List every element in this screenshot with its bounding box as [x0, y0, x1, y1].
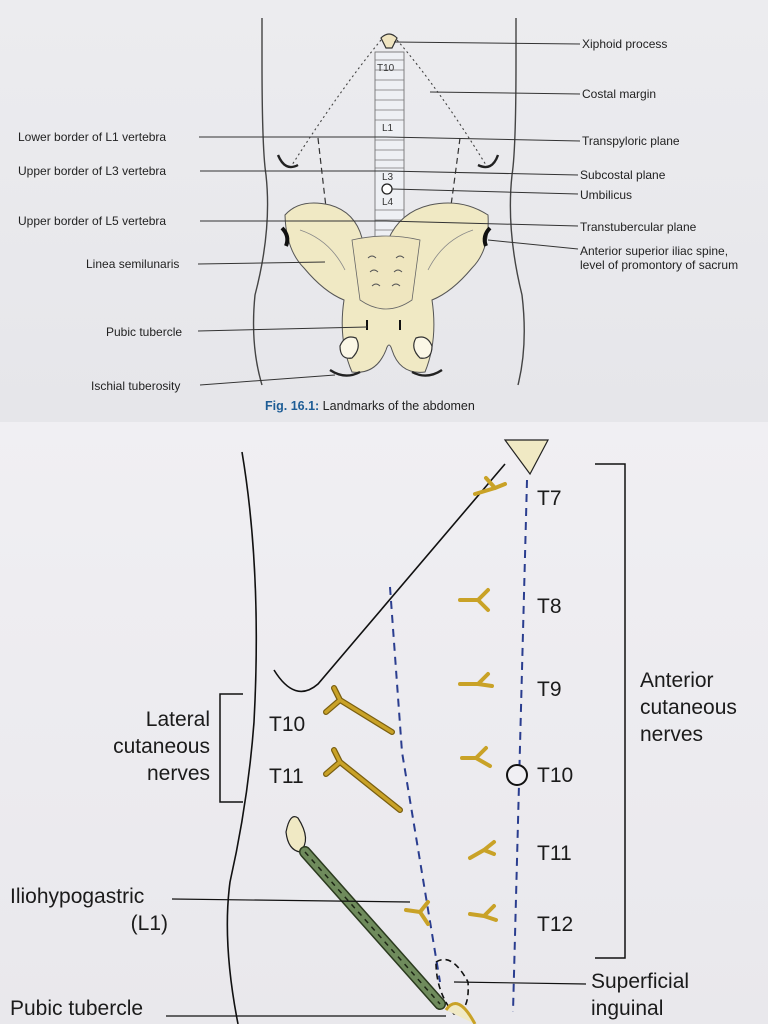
anterior-label-line2: cutaneous: [640, 696, 737, 719]
anterior-cutaneous-nerves: [404, 476, 507, 926]
iliohypogastric-nerve: [404, 900, 430, 926]
figure-number: Fig. 16.1:: [265, 399, 320, 413]
vertebra-label-l4: L4: [382, 197, 394, 208]
body-outline-left: [252, 18, 269, 386]
inguinal-cord-pattern: [304, 851, 441, 1005]
lateral-label-line2: cutaneous: [113, 735, 210, 758]
superficial-inguinal-leader: [453, 981, 587, 985]
anterior-bracket: [595, 463, 626, 959]
label-costal-margin: Costal margin: [582, 87, 657, 101]
anterior-nerve-t11: [468, 840, 496, 860]
right-leader-lines: [385, 41, 581, 250]
anterior-nerve-t12: [468, 904, 498, 922]
xiphoid-shape: [503, 439, 549, 476]
superficial-inguinal-label-line2: inguinal: [591, 997, 664, 1020]
segment-label-t12: T12: [537, 913, 574, 936]
figure-caption: Fig. 16.1: Landmarks of the abdomen: [265, 399, 475, 413]
label-upper-border-l3: Upper border of L3 vertebra: [18, 164, 167, 178]
iliac-contour-right: [427, 229, 474, 271]
anterior-nerve-t7: [473, 476, 507, 496]
segment-label-t11: T11: [537, 842, 572, 865]
obturator-foramen-left: [339, 336, 359, 359]
ischial-tuberosity-right: [411, 368, 443, 377]
figure-16-1-panel: T10 L1 L3 L4 Lower border of L1 vertebra…: [0, 0, 768, 422]
lateral-label-line3: nerves: [146, 762, 210, 785]
left-leader-lines: [197, 136, 386, 386]
label-ischial-tuberosity: Ischial tuberosity: [91, 379, 181, 393]
sacral-foramina: [367, 255, 405, 287]
abdomen-landmarks-illustration: [197, 18, 581, 386]
label-linea-semilunaris: Linea semilunaris: [86, 257, 180, 271]
anterior-nerve-t10: [460, 746, 492, 768]
label-lower-border-l1: Lower border of L1 vertebra: [18, 130, 167, 144]
vertebra-label-l3: L3: [382, 172, 394, 183]
umbilicus-marker: [381, 183, 393, 195]
linea-semilunaris-left: [317, 137, 369, 324]
label-subcostal-plane: Subcostal plane: [580, 168, 666, 182]
costal-margin: [273, 463, 506, 693]
label-pubic-tubercle: Pubic tubercle: [106, 325, 183, 339]
superficial-inguinal-label-line1: Superficial: [591, 970, 690, 993]
lateral-label-line1: Lateral: [145, 708, 210, 731]
midline-dashed: [512, 479, 528, 1013]
label-asis-line2: level of promontory of sacrum: [580, 258, 739, 272]
pubic-tubercle-shape: [444, 1002, 477, 1024]
label-transtubercular-plane: Transtubercular plane: [580, 220, 697, 234]
body-outline-right: [509, 18, 525, 386]
vertebra-label-l1: L1: [382, 123, 394, 134]
sacrum: [351, 235, 421, 310]
label-asis-line1: Anterior superior iliac spine,: [580, 244, 729, 258]
vertebral-column: [374, 51, 405, 243]
segment-label-t7: T7: [537, 487, 562, 510]
xiphoid-process: [380, 33, 398, 49]
asis-left: [280, 226, 290, 247]
cutaneous-nerves-illustration: [166, 439, 626, 1024]
ischial-tuberosity-left: [329, 368, 361, 377]
lateral-segment-label-t11: T11: [269, 765, 304, 788]
anterior-label-line3: nerves: [640, 723, 704, 746]
body-outline: [226, 451, 258, 1024]
lateral-cutaneous-nerves: [323, 685, 403, 813]
segment-label-t9: T9: [537, 678, 562, 701]
lateral-segment-label-t10: T10: [269, 713, 306, 736]
umbilicus-circle: [506, 764, 528, 786]
figure-caption-text: Landmarks of the abdomen: [319, 399, 475, 413]
costal-end-right: [477, 154, 500, 169]
cutaneous-nerves-panel: T7 T8 T9 T10 T11 T12 T10 T11 Lateral cut…: [0, 422, 768, 1024]
iliac-contour-left: [299, 229, 346, 271]
segment-label-t8: T8: [537, 595, 562, 618]
iliohypogastric-label-line1: Iliohypogastric: [10, 885, 145, 908]
anterior-nerve-t9: [458, 672, 494, 688]
label-upper-border-l5: Upper border of L5 vertebra: [18, 214, 167, 228]
anterior-label-line1: Anterior: [640, 669, 714, 692]
obturator-foramen-right: [413, 336, 433, 359]
segment-label-t10: T10: [537, 764, 574, 787]
costal-margin-left: [291, 39, 382, 166]
costal-end-left: [276, 154, 299, 169]
pubic-tubercle-label: Pubic tubercle: [10, 997, 144, 1020]
anterior-nerve-t8: [458, 588, 490, 612]
label-umbilicus: Umbilicus: [580, 188, 633, 202]
linea-semilunaris-dashed: [389, 586, 441, 983]
label-transpyloric-plane: Transpyloric plane: [582, 134, 680, 148]
label-xiphoid-process: Xiphoid process: [582, 37, 668, 51]
iliohypogastric-leader: [171, 898, 411, 903]
anterior-superior-iliac-spine: [285, 816, 307, 853]
costal-margin-right: [396, 39, 487, 166]
lateral-bracket: [219, 693, 243, 803]
iliohypogastric-label-line2: (L1): [130, 912, 168, 935]
vertebra-label-t10: T10: [377, 63, 395, 74]
asis-right: [482, 226, 492, 247]
